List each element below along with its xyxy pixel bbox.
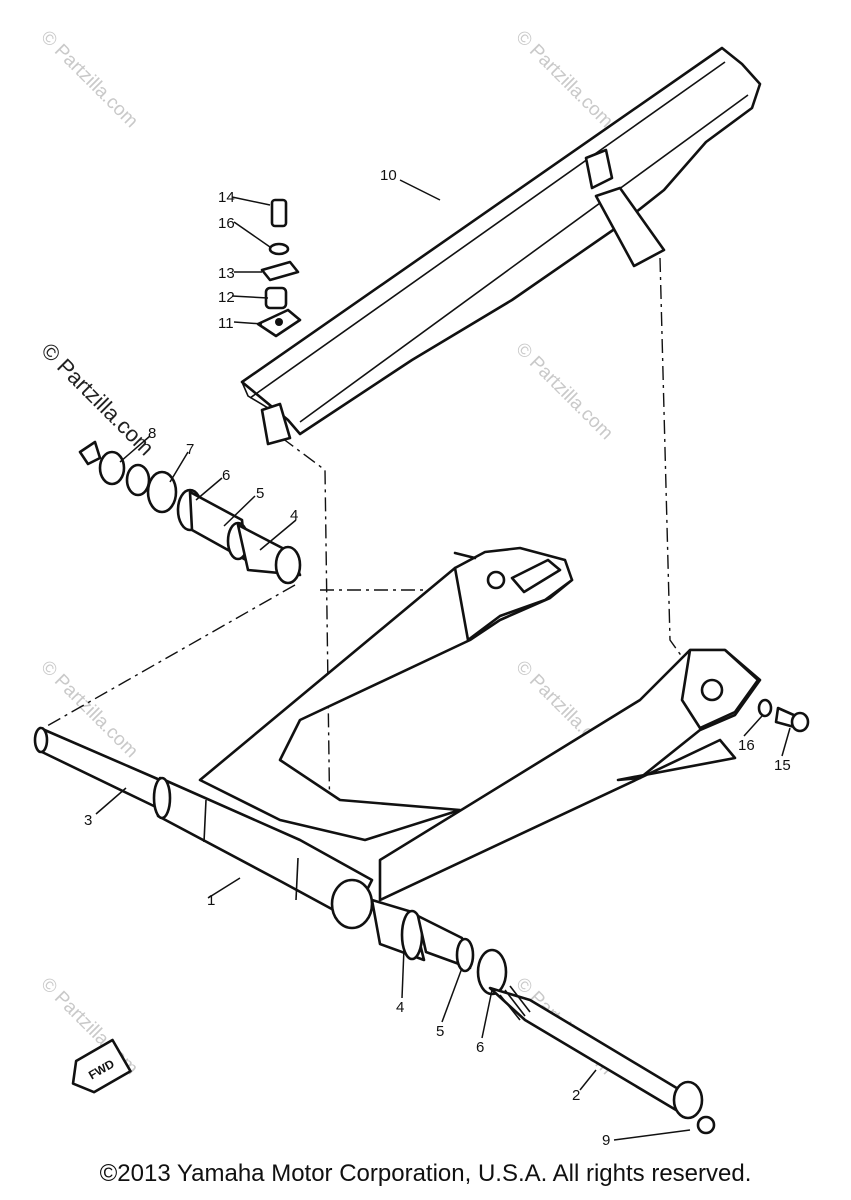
- fwd-arrow: FWD: [71, 1038, 132, 1094]
- watermark: © Partzilla.com: [511, 27, 616, 132]
- callout-14: 14: [218, 189, 235, 206]
- callout-4-lower: 4: [396, 999, 404, 1016]
- lower-pivot-group: [370, 898, 716, 1135]
- callout-13: 13: [218, 265, 235, 282]
- mount-stack: [256, 198, 302, 338]
- callouts: 1 2 3 4 5 6 7 8 9 10 11 12 13 14 16 4 5 …: [84, 167, 791, 1149]
- callout-16-upper: 16: [218, 215, 235, 232]
- watermark: © Partzilla.com: [511, 339, 616, 444]
- watermark: © Partzilla.com: [36, 27, 141, 132]
- callout-7: 7: [186, 441, 194, 458]
- callout-6-upper: 6: [222, 467, 230, 484]
- swing-arm: [198, 546, 762, 902]
- callout-1: 1: [207, 892, 215, 909]
- callout-2: 2: [572, 1087, 580, 1104]
- watermark-dark: © Partzilla.com: [36, 338, 159, 461]
- right-bolt: [757, 698, 810, 733]
- callout-5-upper: 5: [256, 485, 264, 502]
- callout-8: 8: [148, 425, 156, 442]
- callout-10: 10: [380, 167, 397, 184]
- chain-case: [240, 46, 762, 446]
- copyright-notice: ©2013 Yamaha Motor Corporation, U.S.A. A…: [99, 1160, 752, 1187]
- pivot-tube: [33, 726, 374, 930]
- callout-15: 15: [774, 757, 791, 774]
- callout-9: 9: [602, 1132, 610, 1149]
- callout-12: 12: [218, 289, 235, 306]
- callout-4-upper: 4: [290, 507, 298, 524]
- leader-lines: [95, 179, 791, 1141]
- callout-3: 3: [84, 812, 92, 829]
- callout-5-lower: 5: [436, 1023, 444, 1040]
- callout-11: 11: [218, 315, 234, 332]
- callout-16-right: 16: [738, 737, 755, 754]
- callout-6-lower: 6: [476, 1039, 484, 1056]
- upper-pivot-group: [78, 440, 302, 585]
